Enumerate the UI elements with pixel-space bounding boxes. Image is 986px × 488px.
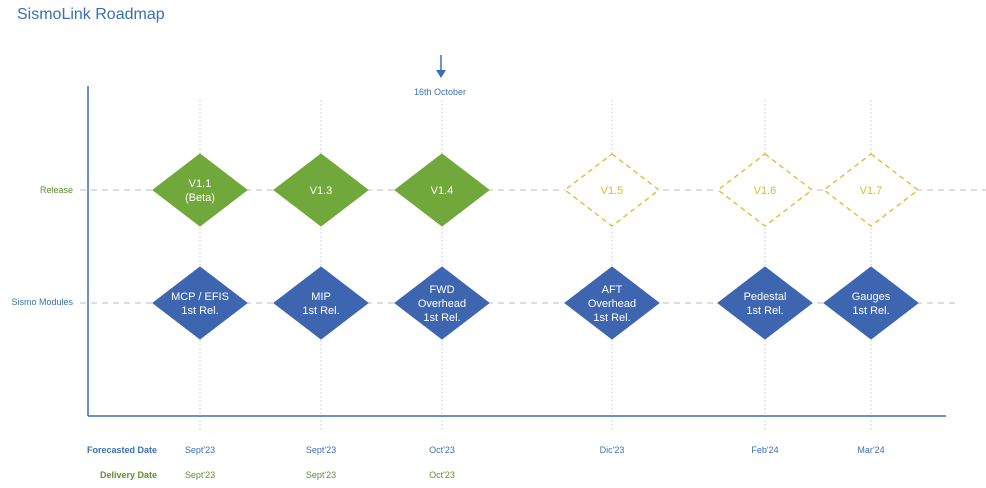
delivery-date-1: Sept'23 xyxy=(184,470,216,480)
row-label-release: Release xyxy=(39,185,73,195)
page-title: SismoLink Roadmap xyxy=(17,6,165,23)
row-label-delivery-date: Delivery Date xyxy=(99,470,157,480)
today-arrow-icon xyxy=(436,70,446,78)
module-diamond-2 xyxy=(273,266,369,340)
release-diamond-5 xyxy=(716,153,814,227)
module-label-4-line-3: 1st Rel. xyxy=(593,312,630,324)
release-label-4-line-1: V1.5 xyxy=(601,185,624,197)
module-label-3-line-3: 1st Rel. xyxy=(423,312,460,324)
module-label-6-line-2: 1st Rel. xyxy=(852,305,889,317)
forecast-date-4: Dic'23 xyxy=(599,445,625,455)
release-label-1-line-1: V1.1 xyxy=(189,178,212,190)
row-label-modules: Sismo Modules xyxy=(11,297,73,307)
module-diamond-1 xyxy=(152,266,248,340)
forecast-date-5: Feb'24 xyxy=(751,445,779,455)
forecast-date-2: Sept'23 xyxy=(305,445,337,455)
module-diamond-3 xyxy=(394,266,490,340)
module-label-1-line-1: MCP / EFIS xyxy=(171,291,229,303)
release-diamond-6 xyxy=(822,153,920,227)
module-diamond-4 xyxy=(564,266,660,340)
forecast-date-3: Oct'23 xyxy=(429,445,455,455)
delivery-date-2: Sept'23 xyxy=(305,470,337,480)
release-label-2-line-1: V1.3 xyxy=(310,185,333,197)
module-label-2-line-1: MIP xyxy=(311,291,331,303)
release-label-1-line-2: (Beta) xyxy=(185,192,215,204)
module-label-2-line-2: 1st Rel. xyxy=(302,305,339,317)
module-diamond-5 xyxy=(717,266,813,340)
module-label-5-line-2: 1st Rel. xyxy=(746,305,783,317)
release-label-5-line-1: V1.6 xyxy=(754,185,777,197)
forecast-date-1: Sept'23 xyxy=(184,445,216,455)
module-label-6-line-1: Gauges xyxy=(852,291,891,303)
row-label-forecasted-date: Forecasted Date xyxy=(86,445,157,455)
today-marker-label: 16th October xyxy=(413,87,467,97)
module-label-3-line-2: Overhead xyxy=(418,298,466,310)
module-label-1-line-2: 1st Rel. xyxy=(181,305,218,317)
module-label-4-line-1: AFT xyxy=(602,284,623,296)
forecast-date-6: Mar'24 xyxy=(857,445,885,455)
module-diamond-6 xyxy=(823,266,919,340)
release-diamond-1 xyxy=(152,153,248,227)
module-label-3-line-1: FWD xyxy=(429,284,454,296)
release-diamond-2 xyxy=(273,153,369,227)
module-label-5-line-1: Pedestal xyxy=(744,291,787,303)
release-label-3-line-1: V1.4 xyxy=(431,185,454,197)
release-label-6-line-1: V1.7 xyxy=(860,185,883,197)
module-label-4-line-2: Overhead xyxy=(588,298,636,310)
delivery-date-3: Oct'23 xyxy=(429,470,455,480)
release-diamond-3 xyxy=(394,153,490,227)
release-diamond-4 xyxy=(563,153,661,227)
